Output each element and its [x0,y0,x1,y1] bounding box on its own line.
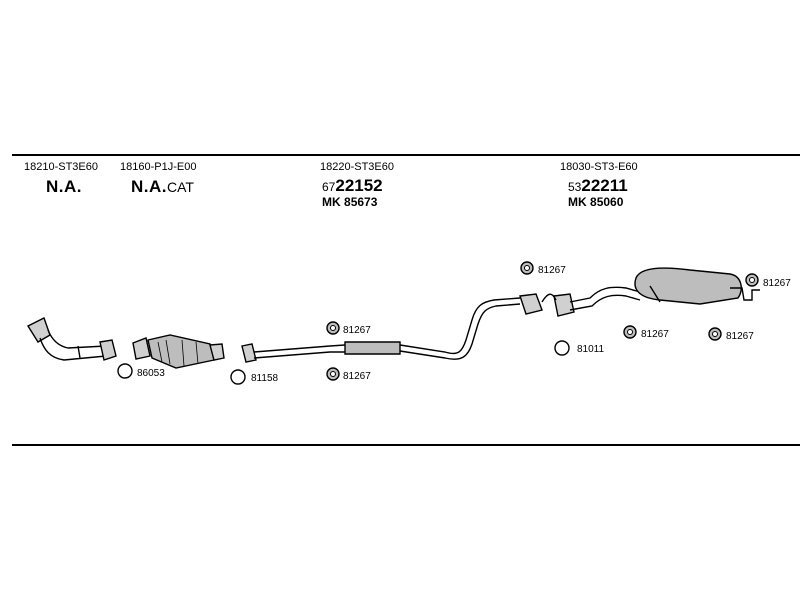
rear-muffler-mk: MK 85060 [568,195,623,209]
rear-muffler-code: 5322211 [568,176,628,196]
middle-silencer-code-prefix: 67 [322,180,336,194]
middle-silencer-mk-label: MK [322,195,341,209]
tag-hanger-tail: 81267 [763,278,791,289]
top-rule [12,154,800,156]
bottom-rule [12,444,800,446]
gasket-ring-icon [230,369,246,385]
part-number-catalyst: 18160-P1J-E00 [120,161,197,173]
rubber-hanger-icon [520,261,534,275]
tag-hanger-mid-top: 81267 [343,325,371,336]
part-number-rear-muffler: 18030-ST3-E60 [560,161,638,173]
middle-silencer-code-number: 22152 [335,176,383,195]
silencer-icon [241,297,521,363]
gasket-ring-icon [554,340,570,356]
tag-gasket-cat: 81158 [251,373,279,384]
catalyst-availability-main: N.A. [131,177,167,196]
tag-hanger-rear-right: 81267 [726,331,754,342]
tag-hanger-mid-bottom: 81267 [343,371,371,382]
rear-muffler-mk-number: 85060 [590,195,624,209]
catalyst-availability: N.A.CAT [131,177,194,197]
part-number-middle-silencer: 18220-ST3E60 [320,161,394,173]
rear-muffler-code-number: 22211 [581,176,628,195]
catalyst-availability-suffix: CAT [167,179,194,195]
rear-muffler-mk-label: MK [568,195,587,209]
tag-gasket-rear: 81011 [577,344,605,355]
exhaust-pipe-icon [26,317,117,361]
clamp-icon [519,293,575,317]
catalytic-converter-icon [132,334,225,369]
part-number-front-pipe: 18210-ST3E60 [24,161,98,173]
rubber-hanger-icon [326,321,340,381]
tag-hanger-rear-mid: 81267 [641,329,669,340]
middle-silencer-code: 6722152 [322,176,383,196]
middle-silencer-mk-number: 85673 [344,195,378,209]
middle-silencer-mk: MK 85673 [322,195,377,209]
muffler-icon [569,267,760,311]
front-pipe-availability: N.A. [46,177,82,196]
tag-hanger-rear-top: 81267 [538,265,566,276]
rubber-hanger-icon [623,273,759,341]
gasket-ring-icon [117,363,133,379]
tag-gasket-front: 86053 [137,368,165,379]
rear-muffler-code-prefix: 53 [568,180,582,194]
